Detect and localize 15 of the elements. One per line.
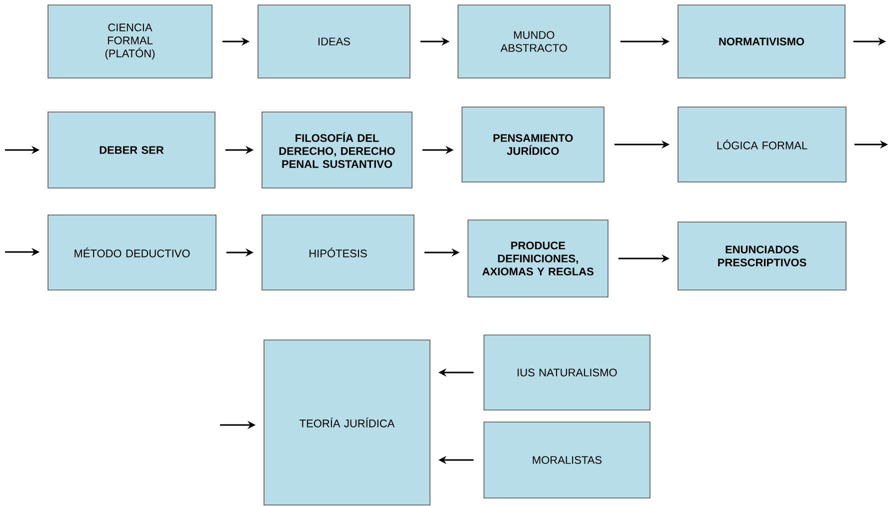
concept-box: FILOSOFÍA DEL DERECHO, DERECHO PENAL SUSTANTIVO xyxy=(262,112,412,188)
concept-box: PRODUCE DEFINICIONES, AXIOMAS Y REGLAS xyxy=(468,220,608,298)
concept-box: LÓGICA FORMAL xyxy=(678,106,846,182)
concept-box: TEORÍA JURÍDICA xyxy=(264,340,430,506)
concept-box: MORALISTAS xyxy=(484,422,650,498)
concept-box: MUNDO ABSTRACTO xyxy=(458,4,610,78)
concept-box: CIENCIA FORMAL (PLATÓN) xyxy=(48,4,212,78)
concept-box: NORMATIVISMO xyxy=(678,4,846,78)
concept-box: PENSAMIENTO JURÍDICO xyxy=(462,106,604,182)
concept-box: DEBER SER xyxy=(48,112,216,188)
concept-box: HIPÓTESIS xyxy=(262,214,414,290)
concept-box: ENUNCIADOS PRESCRIPTIVOS xyxy=(678,222,846,290)
concept-box: IUS NATURALISMO xyxy=(484,334,650,410)
concept-box: IDEAS xyxy=(258,4,410,78)
concept-box: MÉTODO DEDUCTIVO xyxy=(48,214,216,290)
